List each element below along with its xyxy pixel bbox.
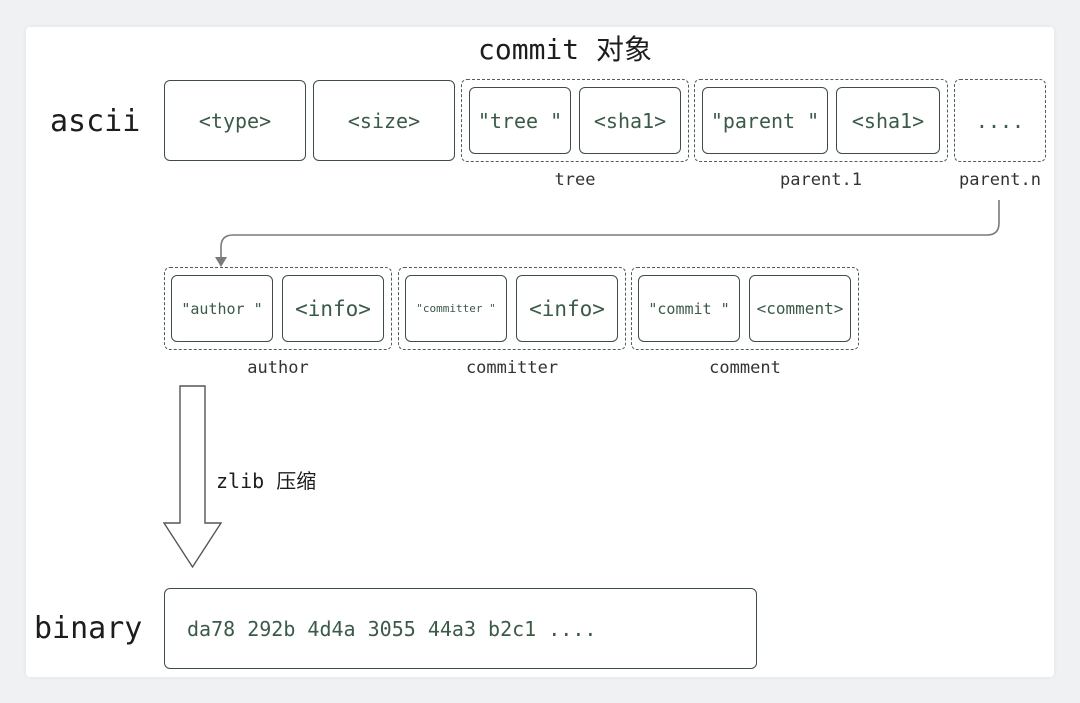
more-parents-group <box>954 79 1046 162</box>
committer-group <box>398 267 626 350</box>
type-box: <type> <box>164 80 306 161</box>
parent-key-box: "parent " <box>702 87 828 154</box>
parent-sha1-box: <sha1> <box>836 87 940 154</box>
tree-sha1-box: <sha1> <box>579 87 681 154</box>
comment-group <box>631 267 859 350</box>
continuation-arrowhead <box>215 257 227 267</box>
ascii-label: ascii <box>50 104 141 139</box>
author-group-label: author <box>247 358 309 378</box>
binary-data-box: da78 292b 4d4a 3055 44a3 b2c1 .... <box>164 588 757 669</box>
parent-group-label: parent.1 <box>780 170 862 190</box>
committer-info-box: <info> <box>516 275 618 342</box>
comment-group-label: comment <box>709 358 781 378</box>
committer-key-box: "committer " <box>405 275 507 342</box>
comment-key-box: "commit " <box>638 275 740 342</box>
tree-key-box: "tree " <box>469 87 571 154</box>
continuation-connector <box>220 200 1000 260</box>
zlib-compress-arrow <box>162 385 223 569</box>
diagram-title: commit 对象 <box>478 33 653 66</box>
size-box: <size> <box>313 80 455 161</box>
more-parents-ellipsis: .... <box>975 108 1025 133</box>
tree-group-label: tree <box>554 170 596 190</box>
author-info-box: <info> <box>282 275 384 342</box>
tree-group <box>461 79 689 162</box>
author-key-box: "author " <box>171 275 273 342</box>
zlib-compress-label: zlib 压缩 <box>216 469 317 493</box>
author-group <box>164 267 392 350</box>
parent-group <box>694 79 948 162</box>
binary-label: binary <box>34 611 143 646</box>
more-parents-label: parent.n <box>959 170 1041 190</box>
committer-group-label: committer <box>465 358 559 378</box>
comment-value-box: <comment> <box>749 275 851 342</box>
